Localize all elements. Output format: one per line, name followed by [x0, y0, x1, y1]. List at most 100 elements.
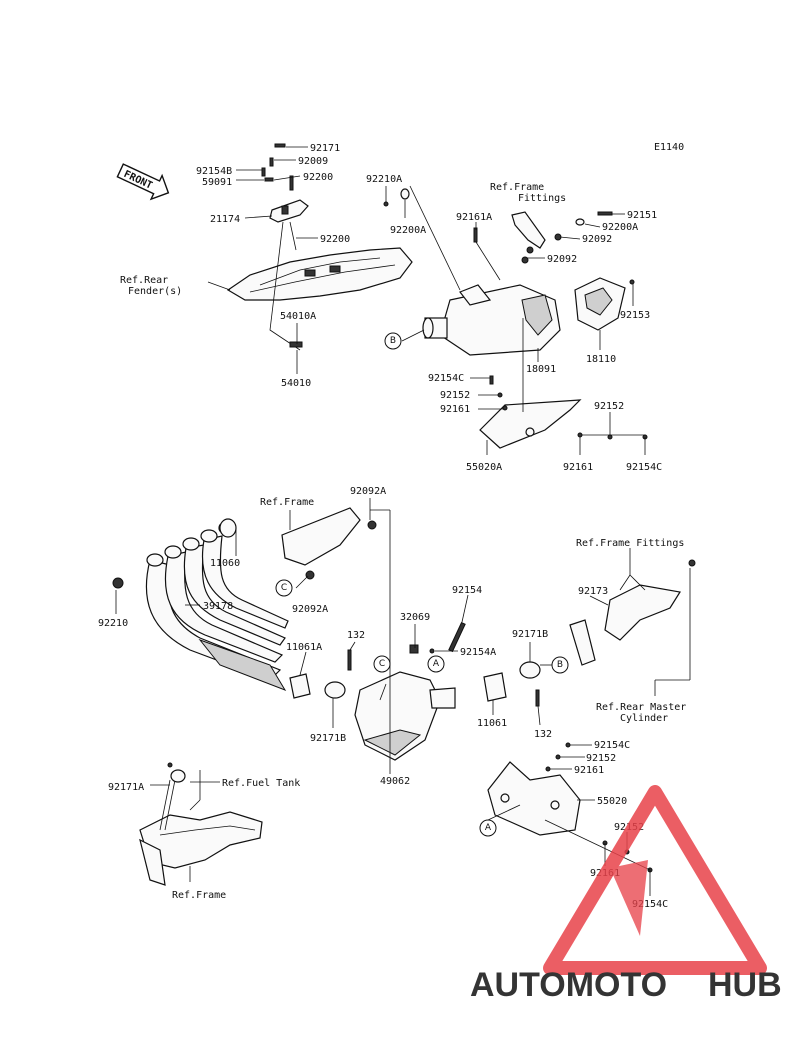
ref-frame-middle: Ref.Frame: [260, 497, 314, 508]
label-92200-mid: 92200: [320, 234, 350, 245]
ref-line: Ref.Frame: [172, 890, 226, 901]
leaders-bottom: [487, 744, 651, 896]
label-92151: 92151: [627, 210, 657, 221]
label-92210a: 92210A: [366, 174, 402, 185]
ref-line: Ref.Frame Fittings: [576, 538, 684, 549]
small-parts-top-right: [383, 188, 648, 440]
label-92152-top: 92152: [440, 390, 470, 401]
ref-line: Ref.Frame: [490, 182, 544, 193]
watermark-text-hub: HUB: [708, 966, 782, 1004]
label-92161-top: 92161: [440, 404, 470, 415]
label-92171b-left: 92171B: [310, 733, 346, 744]
label-92154: 92154: [452, 585, 482, 596]
label-92210: 92210: [98, 618, 128, 629]
label-92154c-right: 92154C: [626, 462, 662, 473]
ref-line: Fender(s): [128, 286, 182, 297]
label-92161-right: 92161: [563, 462, 593, 473]
muffler-cover-18110: [574, 277, 626, 331]
frame-bracket-middle: [281, 507, 377, 580]
leaders-bottom-left: [150, 770, 220, 882]
callout-b-top: B: [384, 332, 402, 350]
clamp-92171b-left: [324, 681, 346, 699]
rear-fender-bracket: [226, 247, 413, 301]
label-39178: 39178: [203, 601, 233, 612]
gasket-11061a: [289, 673, 311, 699]
label-92092-b: 92092: [547, 254, 577, 265]
front-arrow-icon: FRONT: [116, 163, 170, 201]
label-21174: 21174: [210, 214, 240, 225]
label-55020: 55020: [597, 796, 627, 807]
bracket-21174: [269, 199, 309, 223]
label-92153: 92153: [620, 310, 650, 321]
label-54010: 54010: [281, 378, 311, 389]
watermark-triangle: [543, 785, 767, 975]
automotohub-watermark: AUTOMOTO HUB: [470, 785, 782, 1004]
gasket-11061: [483, 672, 507, 702]
muffler-18091: [422, 284, 561, 356]
label-92200-top: 92200: [303, 172, 333, 183]
ref-line: Ref.Frame: [260, 497, 314, 508]
label-92154b: 92154B: [196, 166, 232, 177]
label-92154a: 92154A: [460, 647, 496, 658]
frame-fuel-tank-bracket: [139, 762, 263, 886]
label-92154c-bottom: 92154C: [594, 740, 630, 751]
heat-guard-55020a: [479, 399, 582, 449]
label-92171a: 92171A: [108, 782, 144, 793]
svg-text:C: C: [281, 583, 287, 593]
label-92200a: 92200A: [390, 225, 426, 236]
label-32069: 32069: [400, 612, 430, 623]
label-92092-a: 92092: [582, 234, 612, 245]
label-92009: 92009: [298, 156, 328, 167]
small-bolts-top: [261, 143, 303, 348]
small-parts-middle: [112, 518, 540, 707]
label-59091: 59091: [202, 177, 232, 188]
leaders-top: [207, 146, 646, 455]
ref-line: Ref.Rear: [120, 275, 168, 286]
callout-c-middle: C: [373, 655, 391, 673]
svg-text:C: C: [379, 659, 385, 669]
label-49062: 49062: [380, 776, 410, 787]
watermark-inner-triangle: [610, 860, 648, 936]
label-92161-bottom: 92161: [574, 765, 604, 776]
label-92154c-top: 92154C: [428, 373, 464, 384]
callout-a-bottom: A: [479, 819, 497, 837]
ref-fuel-tank: Ref.Fuel Tank: [222, 778, 300, 789]
label-11061a: 11061A: [286, 642, 322, 653]
label-55020a: 55020A: [466, 462, 502, 473]
svg-text:B: B: [557, 660, 563, 670]
watermark-text-automoto: AUTOMOTO: [470, 966, 667, 1004]
clamp-92171b-right: [519, 661, 541, 679]
label-92171: 92171: [310, 143, 340, 154]
ref-line: Fittings: [518, 193, 566, 204]
label-92092a-top: 92092A: [350, 486, 386, 497]
ref-line: Ref.Fuel Tank: [222, 778, 300, 789]
diagram-code: E1140: [654, 142, 684, 153]
label-18110: 18110: [586, 354, 616, 365]
pre-chamber-49062: [354, 671, 456, 761]
frame-fittings-bracket: [511, 211, 546, 254]
leaders-middle: [115, 498, 691, 774]
rear-master-cylinder-bracket: [569, 559, 696, 666]
ref-line: Ref.Rear Master: [596, 702, 686, 713]
label-92171b-right: 92171B: [512, 629, 548, 640]
ref-line: Cylinder: [620, 713, 668, 724]
label-92200a-right: 92200A: [602, 222, 638, 233]
exhaust-header-39178: [145, 521, 289, 691]
label-11060: 11060: [210, 558, 240, 569]
svg-text:A: A: [485, 823, 492, 833]
bolt-92154: [448, 621, 466, 653]
ref-frame-fittings-right: Ref.Frame Fittings: [576, 538, 684, 549]
label-54010a: 54010A: [280, 311, 316, 322]
callout-c-left: C: [275, 579, 293, 597]
label-92152-right: 92152: [594, 401, 624, 412]
svg-text:B: B: [390, 336, 396, 346]
label-92092a-bottom: 92092A: [292, 604, 328, 615]
label-92152-bottom: 92152: [586, 753, 616, 764]
label-92161a: 92161A: [456, 212, 492, 223]
label-132-left: 132: [347, 630, 365, 641]
label-18091: 18091: [526, 364, 556, 375]
label-11061: 11061: [477, 718, 507, 729]
